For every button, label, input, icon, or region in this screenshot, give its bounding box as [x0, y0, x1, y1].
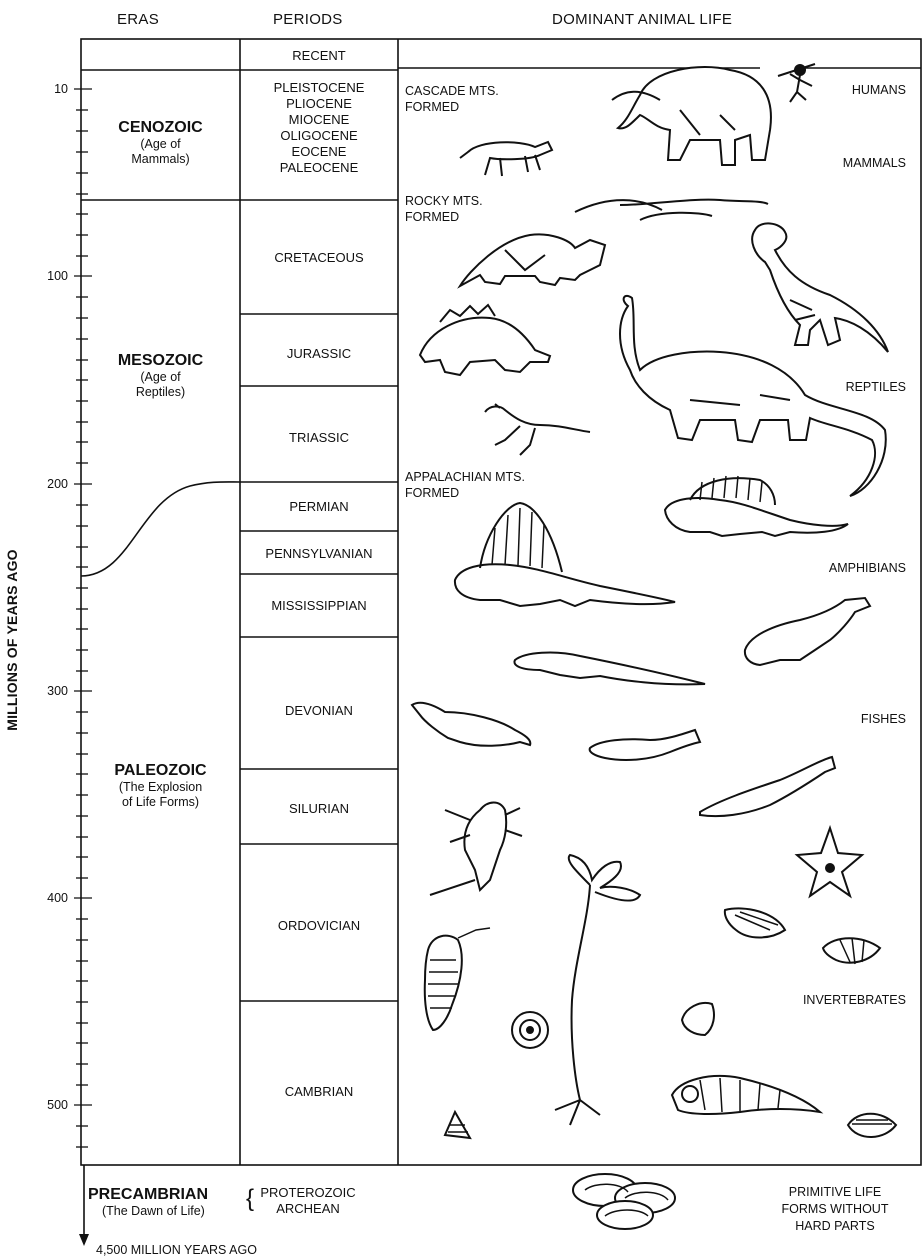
era-sub: of Life Forms): [81, 795, 240, 810]
period-jurassic: JURASSIC: [240, 346, 398, 362]
era-name: PALEOZOIC: [81, 761, 240, 780]
era-sub: (Age of: [81, 370, 240, 385]
period-label: OLIGOCENE: [240, 128, 398, 144]
label-mammals: MAMMALS: [843, 155, 906, 171]
event-line: FORMED: [405, 99, 499, 115]
era-sub: (The Dawn of Life): [102, 1204, 238, 1219]
period-label: PLIOCENE: [240, 96, 398, 112]
period-recent: RECENT: [240, 48, 398, 64]
era-precambrian: PRECAMBRIAN (The Dawn of Life): [88, 1185, 238, 1219]
axis-label: MILLIONS OF YEARS AGO: [4, 540, 20, 740]
era-mesozoic: MESOZOIC (Age of Reptiles): [81, 351, 240, 400]
tick-label: 500: [30, 1098, 68, 1112]
label-amphibians: AMPHIBIANS: [829, 560, 906, 576]
period-pennsylvanian: PENNSYLVANIAN: [240, 546, 398, 562]
era-paleozoic: PALEOZOIC (The Explosion of Life Forms): [81, 761, 240, 810]
primitive-line: FORMS WITHOUT: [760, 1201, 910, 1218]
period-label: PALEOCENE: [240, 160, 398, 176]
bottom-note: 4,500 MILLION YEARS AGO: [96, 1243, 257, 1257]
period-label: EOCENE: [240, 144, 398, 160]
event-cascade: CASCADE MTS. FORMED: [405, 83, 499, 115]
event-line: CASCADE MTS.: [405, 83, 499, 99]
period-label: PLEISTOCENE: [240, 80, 398, 96]
era-sub: Reptiles): [81, 385, 240, 400]
event-line: ROCKY MTS.: [405, 193, 483, 209]
period-silurian: SILURIAN: [240, 801, 398, 817]
label-invertebrates: INVERTEBRATES: [803, 992, 906, 1008]
era-sub: (The Explosion: [81, 780, 240, 795]
tick-label: 100: [30, 269, 68, 283]
era-name: MESOZOIC: [81, 351, 240, 370]
event-rocky: ROCKY MTS. FORMED: [405, 193, 483, 225]
tick-label: 300: [30, 684, 68, 698]
period-cambrian: CAMBRIAN: [240, 1084, 398, 1100]
era-name: PRECAMBRIAN: [88, 1185, 238, 1204]
tick-label: 400: [30, 891, 68, 905]
event-line: FORMED: [405, 209, 483, 225]
precambrian-periods: PROTEROZOIC ARCHEAN: [258, 1185, 358, 1217]
era-name: CENOZOIC: [81, 118, 240, 137]
period-permian: PERMIAN: [240, 499, 398, 515]
period-label: MIOCENE: [240, 112, 398, 128]
label-reptiles: REPTILES: [846, 379, 906, 395]
event-line: FORMED: [405, 485, 525, 501]
event-appalachian: APPALACHIAN MTS. FORMED: [405, 469, 525, 501]
brace-icon: {: [246, 1186, 254, 1212]
label-primitive: PRIMITIVE LIFE FORMS WITHOUT HARD PARTS: [760, 1184, 910, 1235]
period-label: PROTEROZOIC: [258, 1185, 358, 1201]
period-cenozoic-list: PLEISTOCENE PLIOCENE MIOCENE OLIGOCENE E…: [240, 80, 398, 176]
era-sub: (Age of: [81, 137, 240, 152]
period-cretaceous: CRETACEOUS: [240, 250, 398, 266]
period-mississippian: MISSISSIPPIAN: [240, 598, 398, 614]
period-devonian: DEVONIAN: [240, 703, 398, 719]
era-sub: Mammals): [81, 152, 240, 167]
primitive-line: HARD PARTS: [760, 1218, 910, 1235]
period-label: ARCHEAN: [258, 1201, 358, 1217]
tick-label: 10: [30, 82, 68, 96]
label-humans: HUMANS: [852, 82, 906, 98]
event-line: APPALACHIAN MTS.: [405, 469, 525, 485]
tick-label: 200: [30, 477, 68, 491]
era-cenozoic: CENOZOIC (Age of Mammals): [81, 118, 240, 167]
primitive-line: PRIMITIVE LIFE: [760, 1184, 910, 1201]
label-fishes: FISHES: [861, 711, 906, 727]
period-ordovician: ORDOVICIAN: [240, 918, 398, 934]
period-triassic: TRIASSIC: [240, 430, 398, 446]
